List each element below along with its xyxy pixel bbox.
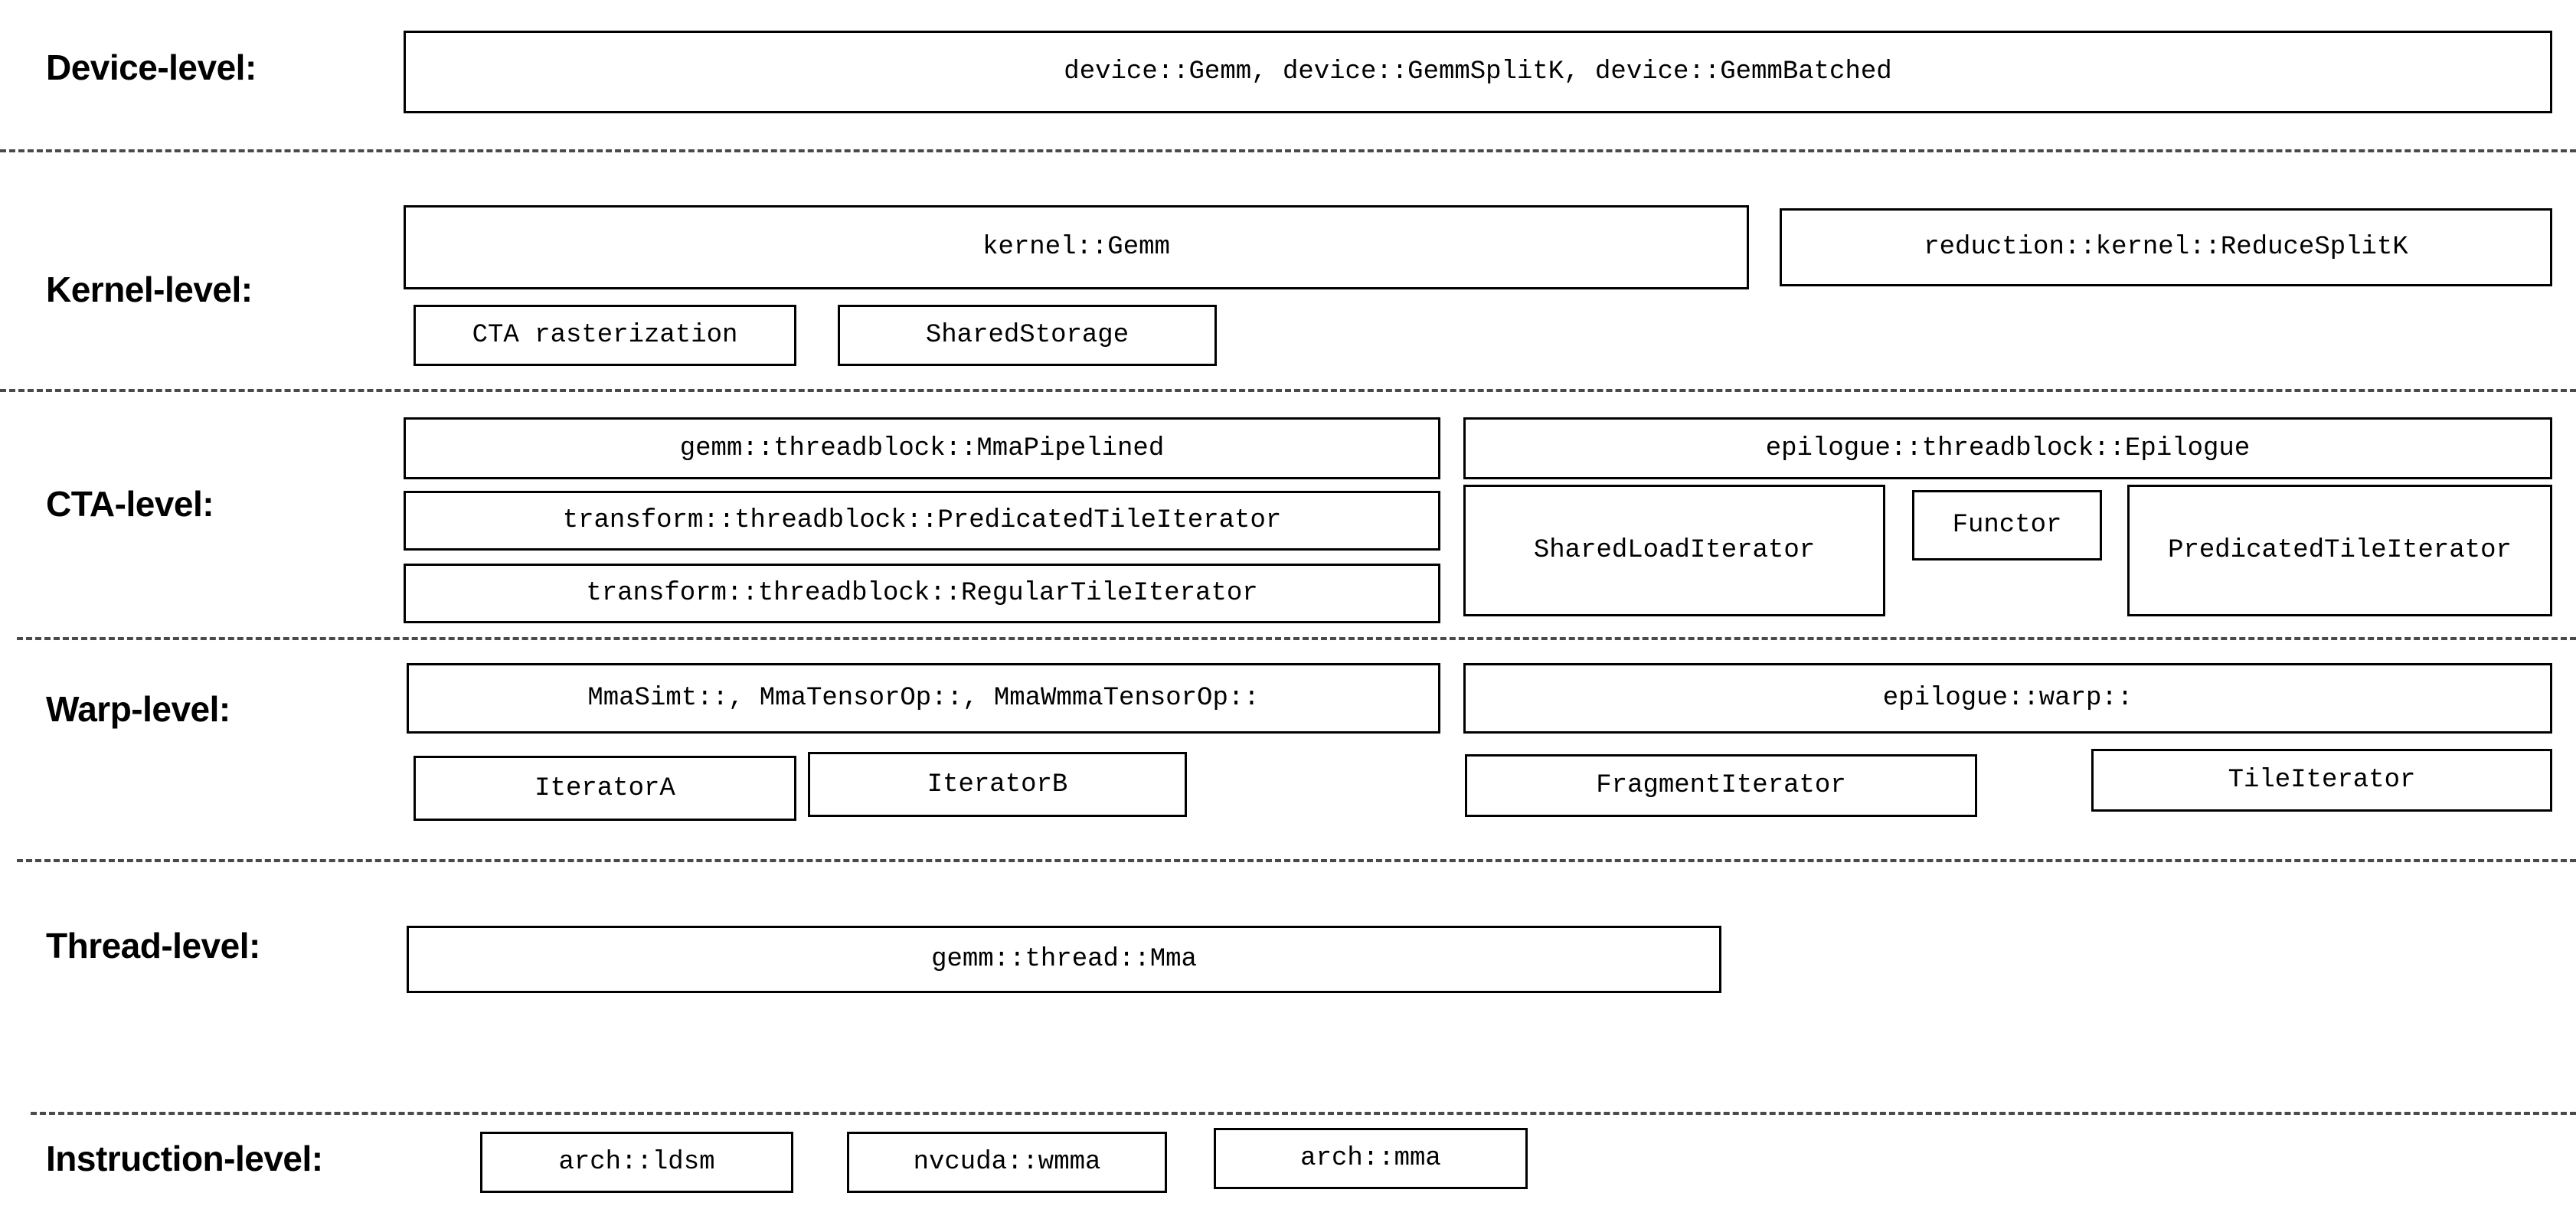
box-predicated-tile-iterator[interactable]: PredicatedTileIterator — [2127, 485, 2552, 616]
box-arch-mma[interactable]: arch::mma — [1214, 1128, 1528, 1189]
box-shared-load-iterator[interactable]: SharedLoadIterator — [1463, 485, 1885, 616]
box-device-gemm-label: device::Gemm, device::GemmSplitK, device… — [1064, 57, 1892, 87]
box-mma-variants-label: MmaSimt::, MmaTensorOp::, MmaWmmaTensorO… — [587, 684, 1260, 713]
box-reduction-kernel-reducesplitk-label: reduction::kernel::ReduceSplitK — [1924, 233, 2408, 262]
box-transform-threadblock-regulartileiterator-label: transform::threadblock::RegularTileItera… — [586, 579, 1258, 608]
box-arch-ldsm[interactable]: arch::ldsm — [480, 1132, 793, 1193]
box-nvcuda-wmma[interactable]: nvcuda::wmma — [847, 1132, 1167, 1193]
box-cta-rasterization-label: CTA rasterization — [472, 321, 738, 350]
divider-cta-warp — [17, 637, 2576, 640]
box-gemm-thread-mma-label: gemm::thread::Mma — [931, 945, 1197, 974]
box-iterator-b-label: IteratorB — [927, 770, 1068, 799]
box-iterator-a[interactable]: IteratorA — [414, 756, 796, 821]
box-functor[interactable]: Functor — [1912, 490, 2102, 560]
box-mma-variants[interactable]: MmaSimt::, MmaTensorOp::, MmaWmmaTensorO… — [407, 663, 1440, 734]
box-gemm-threadblock-mmapipelined[interactable]: gemm::threadblock::MmaPipelined — [404, 417, 1440, 479]
divider-warp-thread — [17, 859, 2576, 862]
level-label-instruction: Instruction-level: — [46, 1139, 323, 1178]
box-functor-label: Functor — [1952, 511, 2062, 540]
box-gemm-threadblock-mmapipelined-label: gemm::threadblock::MmaPipelined — [679, 433, 1165, 463]
box-fragment-iterator[interactable]: FragmentIterator — [1465, 754, 1977, 817]
box-device-gemm[interactable]: device::Gemm, device::GemmSplitK, device… — [404, 31, 2552, 113]
level-label-thread: Thread-level: — [46, 926, 260, 966]
box-iterator-b[interactable]: IteratorB — [808, 752, 1187, 817]
box-transform-threadblock-regulartileiterator[interactable]: transform::threadblock::RegularTileItera… — [404, 564, 1440, 623]
box-nvcuda-wmma-label: nvcuda::wmma — [913, 1148, 1101, 1177]
box-transform-threadblock-predicatedtileiterator-label: transform::threadblock::PredicatedTileIt… — [562, 506, 1282, 535]
box-iterator-a-label: IteratorA — [534, 773, 675, 803]
box-transform-threadblock-predicatedtileiterator[interactable]: transform::threadblock::PredicatedTileIt… — [404, 491, 1440, 551]
box-shared-storage-label: SharedStorage — [925, 321, 1129, 350]
box-tile-iterator[interactable]: TileIterator — [2091, 749, 2552, 812]
box-epilogue-warp-label: epilogue::warp:: — [1882, 684, 2133, 713]
divider-thread-instruction — [31, 1112, 2576, 1115]
box-epilogue-threadblock-epilogue[interactable]: epilogue::threadblock::Epilogue — [1463, 417, 2552, 479]
level-label-kernel: Kernel-level: — [46, 270, 253, 309]
level-label-cta: CTA-level: — [46, 484, 214, 524]
box-shared-load-iterator-label: SharedLoadIterator — [1533, 536, 1816, 565]
box-reduction-kernel-reducesplitk[interactable]: reduction::kernel::ReduceSplitK — [1780, 208, 2552, 286]
box-arch-ldsm-label: arch::ldsm — [558, 1148, 715, 1177]
box-arch-mma-label: arch::mma — [1300, 1144, 1441, 1173]
divider-kernel-cta — [0, 389, 2576, 392]
box-fragment-iterator-label: FragmentIterator — [1596, 771, 1846, 800]
divider-device-kernel — [0, 149, 2576, 152]
box-tile-iterator-label: TileIterator — [2228, 766, 2416, 795]
level-label-device: Device-level: — [46, 47, 257, 87]
box-cta-rasterization[interactable]: CTA rasterization — [414, 305, 796, 366]
level-label-warp: Warp-level: — [46, 689, 230, 729]
box-predicated-tile-iterator-label: PredicatedTileIterator — [2168, 536, 2512, 565]
box-epilogue-threadblock-epilogue-label: epilogue::threadblock::Epilogue — [1765, 433, 2251, 463]
box-epilogue-warp[interactable]: epilogue::warp:: — [1463, 663, 2552, 734]
box-kernel-gemm-label: kernel::Gemm — [982, 233, 1170, 262]
box-shared-storage[interactable]: SharedStorage — [838, 305, 1217, 366]
box-kernel-gemm[interactable]: kernel::Gemm — [404, 205, 1749, 289]
box-gemm-thread-mma[interactable]: gemm::thread::Mma — [407, 926, 1721, 993]
